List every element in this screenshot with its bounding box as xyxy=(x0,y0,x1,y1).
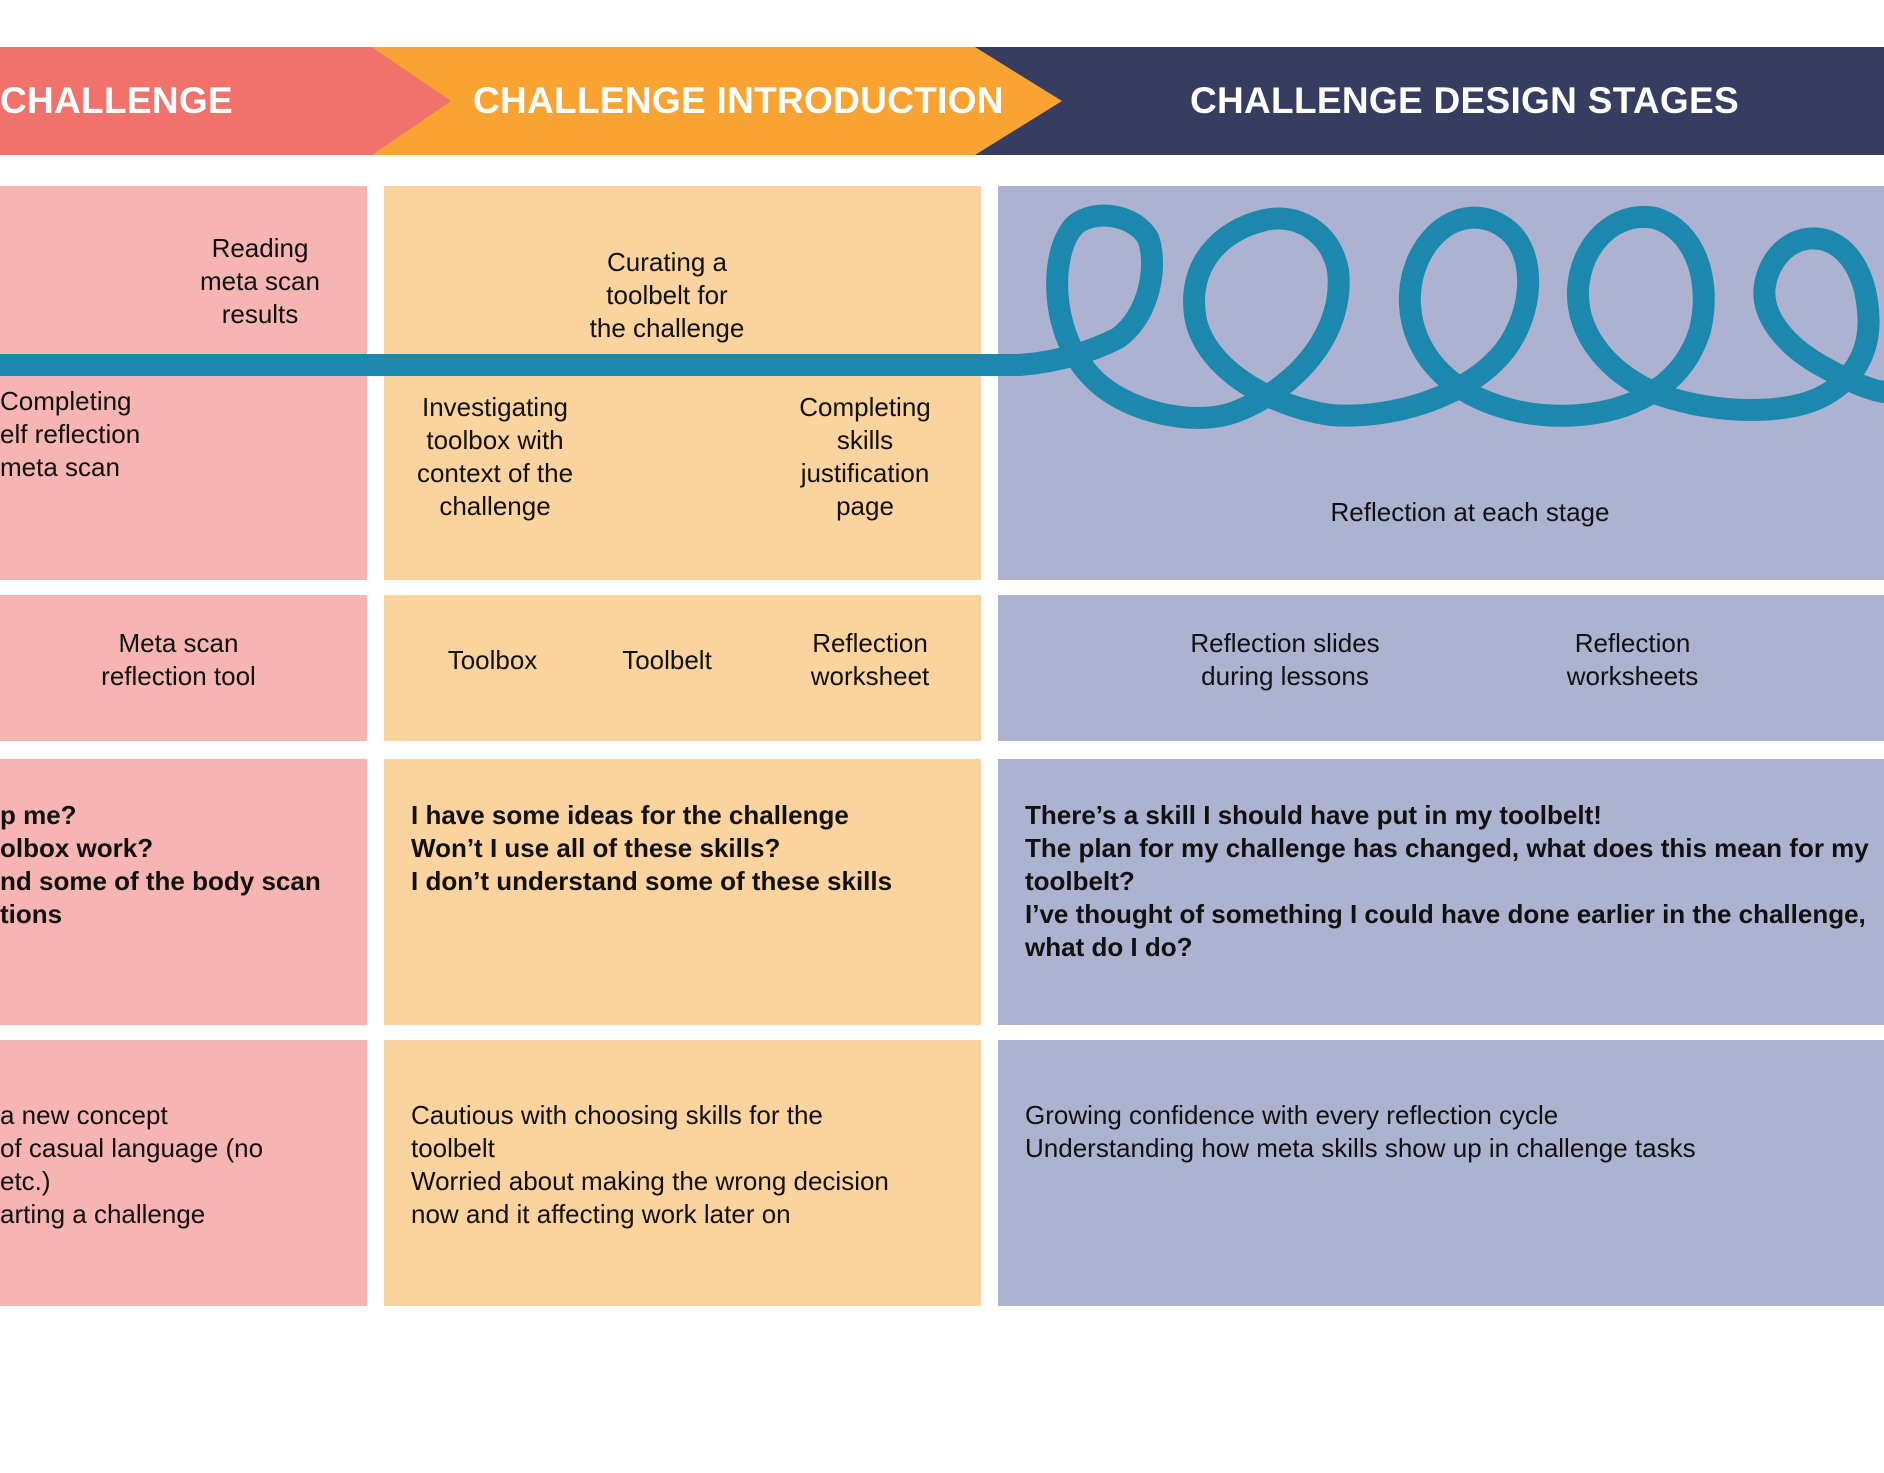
thoughts-col3: There’s a skill I should have put in my … xyxy=(1025,800,1869,962)
journey-col1-top: Reading meta scan results xyxy=(200,233,320,329)
thoughts-col1: p me? olbox work? nd some of the body sc… xyxy=(0,800,321,929)
band-red xyxy=(0,47,451,155)
header-challenge-introduction: CHALLENGE INTRODUCTION xyxy=(473,80,1004,121)
feelings-cell-col2 xyxy=(384,1040,981,1306)
tool-reflection-slides: Reflection slides during lessons xyxy=(1190,628,1380,691)
thoughts-cell-col2 xyxy=(384,759,981,1025)
thoughts-col2: I have some ideas for the challenge Won’… xyxy=(411,800,893,896)
feelings-cell-col1 xyxy=(0,1040,367,1306)
journey-col2-top: Curating a toolbelt for the challenge xyxy=(589,247,745,343)
header-challenge: CHALLENGE xyxy=(0,80,233,121)
thoughts-cell-col1 xyxy=(0,759,367,1025)
feelings-col3: Growing confidence with every reflection… xyxy=(1025,1100,1696,1163)
tool-reflection-worksheets: Reflection worksheets xyxy=(1566,628,1699,691)
tool-toolbox: Toolbox xyxy=(447,645,538,675)
journey-col1-bottom: Completing elf reflection meta scan xyxy=(0,386,141,482)
thoughts-cell-col3 xyxy=(998,759,1884,1025)
tools-cell-col2 xyxy=(384,595,981,741)
tool-toolbelt: Toolbelt xyxy=(622,645,712,675)
tools-cell-col1 xyxy=(0,595,367,741)
journey-col3-caption: Reflection at each stage xyxy=(1330,497,1610,527)
band-navy xyxy=(975,47,1884,155)
journey-col2-bottom-left: Investigating toolbox with context of th… xyxy=(416,392,574,521)
tool-reflection-worksheet: Reflection worksheet xyxy=(810,628,930,691)
journey-col2-bottom-right: Completing skills justification page xyxy=(799,392,931,521)
feelings-cell-col3 xyxy=(998,1040,1884,1306)
band-orange xyxy=(372,47,1062,155)
feelings-col1: a new concept of casual language (no etc… xyxy=(0,1100,264,1229)
tool-col1: Meta scan reflection tool xyxy=(101,628,256,691)
feelings-col2: Cautious with choosing skills for the to… xyxy=(411,1100,889,1229)
header-challenge-design-stages: CHALLENGE DESIGN STAGES xyxy=(1190,80,1739,121)
tools-cell-col3 xyxy=(998,595,1884,741)
